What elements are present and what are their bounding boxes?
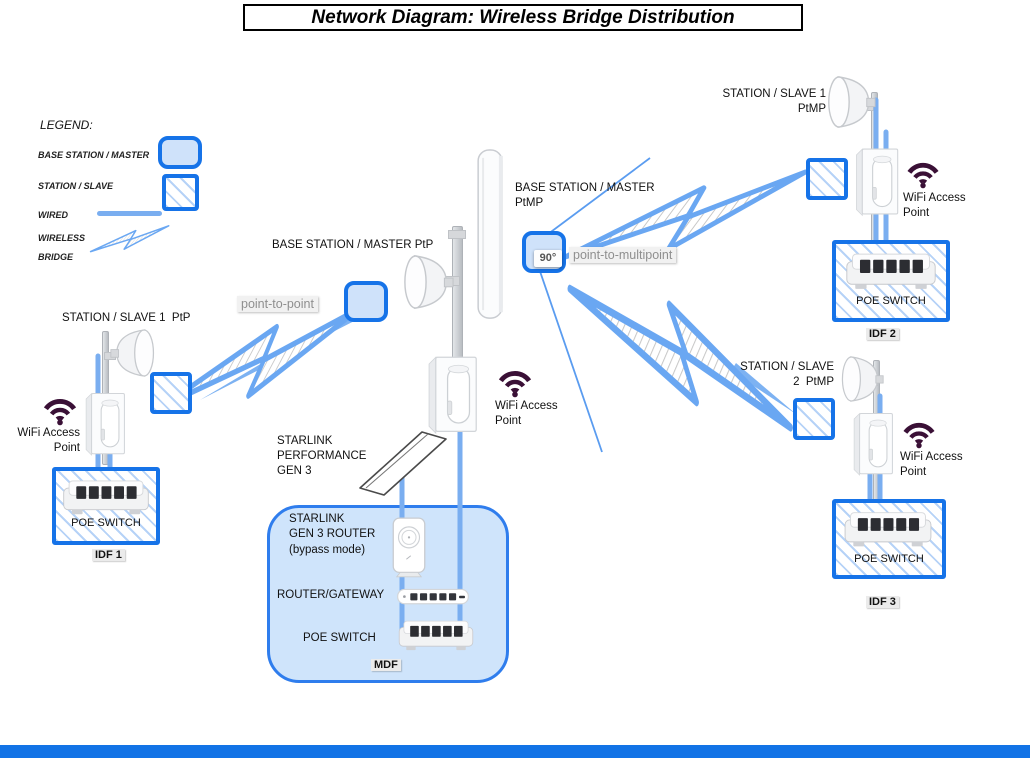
ptmp-link-label: point-to-multipoint	[569, 247, 677, 263]
idf2-switch-label: POE SWITCH	[856, 295, 926, 307]
station1-ptmp-node	[806, 158, 848, 200]
legend-station-swatch	[162, 174, 199, 211]
idf1-wifi-icon	[43, 399, 77, 426]
legend-base-station-swatch	[158, 136, 202, 169]
sector-bracket	[448, 230, 466, 239]
ptmp-bolt-upper-icon	[562, 169, 808, 260]
idf3-switch-label: POE SWITCH	[854, 553, 924, 565]
base-ptp-label: BASE STATION / MASTER PtP	[272, 239, 434, 251]
base-ptp-node	[344, 281, 388, 322]
idf3-wifi-label-1: WiFi Access	[900, 451, 963, 463]
ptmp-bolt-lower-icon	[567, 284, 793, 432]
bottom-bar	[0, 745, 1030, 758]
idf2-wifi-label-2: Point	[903, 207, 930, 219]
ptp-link-label: point-to-point	[237, 296, 318, 312]
legend-base-station-label: BASE STATION / MASTER	[38, 150, 150, 160]
station2-ptmp-node	[793, 398, 835, 440]
idf1-wifi-ap-device	[85, 392, 125, 456]
base-ptmp-node: 90°	[522, 231, 566, 273]
starlink-router-label-2: GEN 3 ROUTER	[289, 528, 376, 540]
starlink-dish-label-3: GEN 3	[277, 465, 312, 477]
center-wifi-label-2: Point	[495, 415, 522, 427]
mdf-box	[267, 505, 509, 683]
idf1-station-label: STATION / SLAVE 1 PtP	[62, 312, 191, 324]
router-gateway-device	[397, 588, 469, 605]
mdf-name: MDF	[371, 659, 401, 671]
idf1-dish-antenna-icon	[110, 329, 155, 377]
idf3-station-label-1: STATION / SLAVE	[740, 361, 834, 373]
idf2-name: IDF 2	[866, 328, 899, 340]
idf3-wifi-icon	[903, 422, 935, 449]
diagram-title: Network Diagram: Wireless Bridge Distrib…	[243, 4, 803, 31]
angle-badge: 90°	[534, 250, 562, 267]
starlink-router-label-3: (bypass mode)	[289, 544, 366, 556]
idf2-station-label-1: STATION / SLAVE 1	[722, 88, 826, 100]
starlink-router-label-1: STARLINK	[289, 513, 345, 525]
idf2-station-label-2: PtMP	[797, 103, 826, 115]
idf3-poe-switch-device	[844, 512, 932, 547]
mdf-poe-switch-device	[398, 620, 474, 651]
center-wifi-icon	[498, 371, 532, 398]
base-ptmp-label-1: BASE STATION / MASTER	[515, 182, 655, 194]
idf3-wifi-ap-device	[853, 412, 893, 476]
idf1-poe-switch-device	[63, 480, 149, 515]
router-gateway-label: ROUTER/GATEWAY	[277, 589, 385, 601]
mdf-switch-label: POE SWITCH	[303, 632, 376, 644]
idf1-switch-label: POE SWITCH	[71, 517, 141, 529]
idf1-wifi-label-1: WiFi Access	[17, 427, 80, 439]
sector-antenna-icon	[477, 149, 503, 319]
legend-wired-swatch	[97, 211, 162, 216]
idf1-name: IDF 1	[92, 549, 125, 561]
legend-heading: LEGEND:	[40, 118, 93, 132]
idf2-dish-antenna-icon	[828, 76, 876, 128]
idf3-station-label-2: 2 PtMP	[793, 376, 834, 388]
ptp-bolt-icon	[162, 305, 361, 408]
station1-ptp-node	[150, 372, 192, 414]
starlink-dish-label-2: PERFORMANCE	[277, 450, 367, 462]
starlink-dish-label-1: STARLINK	[277, 435, 333, 447]
idf2-wifi-icon	[907, 162, 939, 189]
legend-wireless-label-1: WIRELESS	[38, 233, 86, 243]
idf2-wifi-ap-device	[856, 148, 899, 217]
idf3-dish-antenna-icon	[841, 356, 884, 402]
idf3-name: IDF 3	[866, 596, 899, 608]
legend-wireless-label-2: BRIDGE	[38, 252, 74, 262]
starlink-dish-icon	[359, 431, 447, 496]
starlink-router-device	[392, 517, 426, 578]
idf1-wifi-label-2: Point	[53, 442, 80, 454]
legend-bolt-icon	[89, 225, 170, 253]
idf3-wifi-label-2: Point	[900, 466, 927, 478]
center-wifi-label-1: WiFi Access	[495, 400, 558, 412]
idf2-wifi-label-1: WiFi Access	[903, 192, 966, 204]
legend-station-label: STATION / SLAVE	[38, 181, 114, 191]
legend-wired-label: WIRED	[38, 210, 68, 220]
center-wifi-ap-device	[428, 356, 477, 435]
idf2-poe-switch-device	[846, 253, 936, 289]
ptp-dish-antenna-icon	[404, 255, 454, 309]
base-ptmp-label-2: PtMP	[515, 197, 544, 209]
